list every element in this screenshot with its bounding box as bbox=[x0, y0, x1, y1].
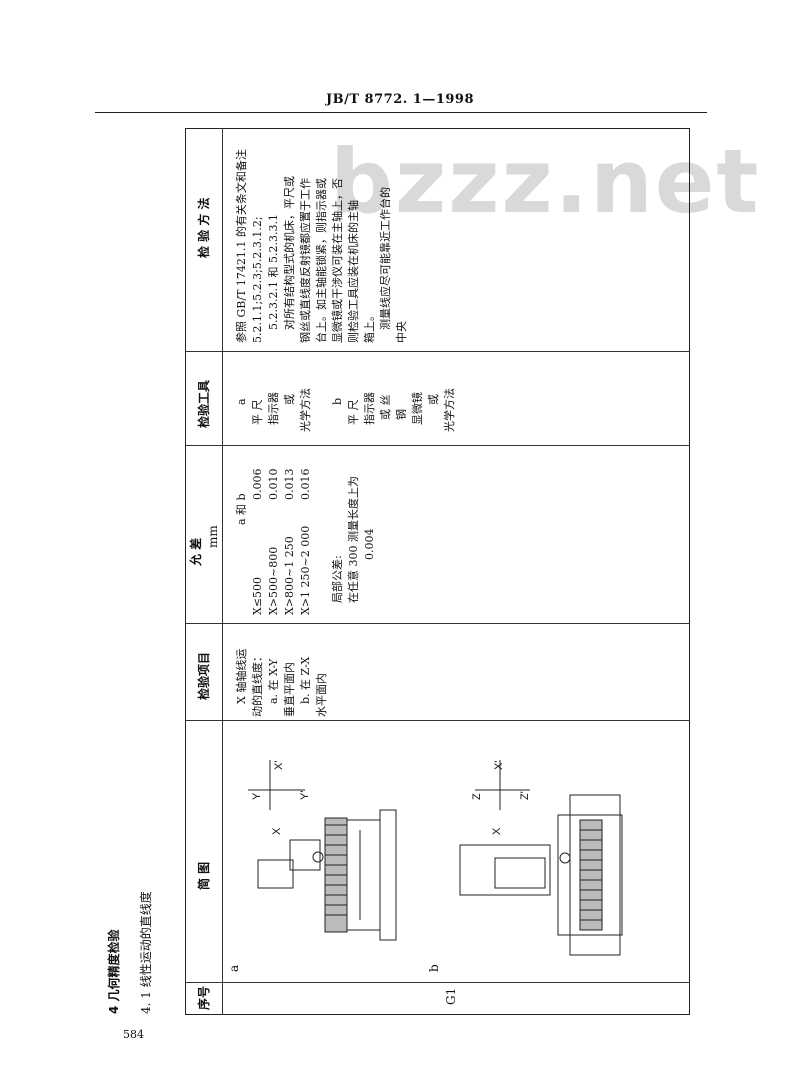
method-line: 5.2.1.1;5.2.3;5.2.3.1.2; bbox=[251, 216, 264, 343]
tools-line: 指示器 bbox=[363, 392, 376, 425]
tolerance-local-value: 0.004 bbox=[363, 528, 376, 561]
axis-label-b0: Z bbox=[471, 793, 483, 800]
method-line: 则检验工具应装在机床的主轴 bbox=[347, 200, 360, 343]
tools-line: 平 尺 bbox=[347, 399, 360, 426]
col-divider bbox=[185, 445, 690, 446]
section-subtitle: 4. 1 线性运动的直线度 bbox=[139, 891, 153, 1014]
tolerance-range: X>800~1 250 bbox=[283, 536, 296, 615]
tools-line: 光学方法 bbox=[443, 388, 456, 432]
axis-label-a3: Y' bbox=[299, 790, 311, 800]
tools-line: 光学方法 bbox=[299, 388, 312, 432]
diagram-b bbox=[459, 760, 623, 956]
method-line: 显微镜或干涉仪可装在主轴上，否 bbox=[331, 178, 344, 343]
tolerance-value: 0.010 bbox=[267, 468, 280, 501]
axis-label-b2: X' bbox=[493, 760, 505, 770]
method-line: 参照 GB/T 17421.1 的有关条文和备注 bbox=[235, 149, 248, 343]
axis-label-a1: X bbox=[271, 827, 283, 835]
method-line: 对所有结构型式的机床，平尺或 bbox=[283, 176, 296, 330]
diagram-a bbox=[248, 760, 397, 941]
tolerance-value: 0.013 bbox=[283, 468, 296, 501]
tools-line: b bbox=[331, 397, 344, 405]
method-line: 台上。如主轴能锁紧，则指示器或 bbox=[315, 178, 328, 343]
page-number: 584 bbox=[123, 1028, 144, 1041]
method-line: 箱上。 bbox=[363, 310, 376, 343]
col-divider bbox=[185, 351, 690, 352]
tolerance-range: X>1 250~2 000 bbox=[299, 525, 312, 615]
tolerance-value: 0.016 bbox=[299, 468, 312, 501]
header-item: 检验项目 bbox=[197, 651, 211, 700]
header-divider bbox=[222, 128, 223, 1015]
item-line: 垂直平面内 bbox=[283, 662, 296, 717]
page-header: JB/T 8772. 1—1998 bbox=[325, 92, 475, 107]
tolerance-local-text: 在任意 300 测量长度上为 bbox=[347, 476, 360, 603]
tolerance-range: X>500~800 bbox=[267, 546, 280, 615]
tolerance-local-title: 局部公差: bbox=[331, 555, 344, 603]
axis-label-b1: X bbox=[491, 827, 503, 835]
tools-line: 或 bbox=[283, 394, 296, 405]
row-number: G1 bbox=[444, 987, 458, 1005]
axis-label-a2: X' bbox=[273, 760, 285, 770]
axis-label-a0: Y bbox=[251, 792, 263, 800]
axis-label-b3: Z' bbox=[519, 791, 531, 800]
col-divider bbox=[185, 623, 690, 624]
header-method: 检 验 方 法 bbox=[197, 197, 211, 258]
header-no: 序号 bbox=[197, 985, 211, 1010]
item-line: X 轴轴线运 bbox=[235, 648, 248, 704]
tools-line: 或 丝 bbox=[379, 394, 392, 421]
item-line: b. 在 Z-X bbox=[299, 656, 312, 704]
tools-line: 或 bbox=[427, 394, 440, 405]
method-line: 钢丝或直线度反射镜都应置于工作 bbox=[299, 178, 312, 343]
watermark: bzzz.net bbox=[330, 130, 761, 233]
col-divider bbox=[185, 982, 690, 983]
tools-line: a bbox=[235, 398, 248, 405]
section-title: 4 几何精度检验 bbox=[107, 929, 121, 1014]
method-line: 测量线应尽可能靠近工作台的 bbox=[379, 187, 392, 330]
header-tools: 检验工具 bbox=[197, 379, 211, 428]
tools-line: 显微镜 bbox=[411, 392, 424, 425]
header-rule bbox=[95, 112, 707, 113]
method-line: 中央 bbox=[395, 321, 408, 343]
tolerance-range: X≤500 bbox=[251, 576, 264, 615]
item-line: 水平面内 bbox=[315, 673, 328, 717]
header-tolerance-unit: mm bbox=[206, 525, 220, 548]
header-tolerance: 允 差 bbox=[189, 537, 203, 566]
col-divider bbox=[185, 720, 690, 721]
header-diagram: 简 图 bbox=[197, 861, 211, 890]
tolerance-head: a 和 b bbox=[235, 493, 248, 525]
item-line: a. 在 X-Y bbox=[267, 658, 280, 704]
inspection-table bbox=[185, 128, 690, 1015]
tools-line: 钢 bbox=[395, 409, 408, 420]
method-line: 5.2.3.2.1 和 5.2.3.3.1 bbox=[267, 214, 280, 330]
row-label-b: b bbox=[427, 964, 441, 972]
item-line: 动的直线度： bbox=[251, 651, 264, 717]
tools-line: 指示器 bbox=[267, 392, 280, 425]
tools-line: 平 尺 bbox=[251, 399, 264, 426]
tolerance-value: 0.006 bbox=[251, 468, 264, 501]
